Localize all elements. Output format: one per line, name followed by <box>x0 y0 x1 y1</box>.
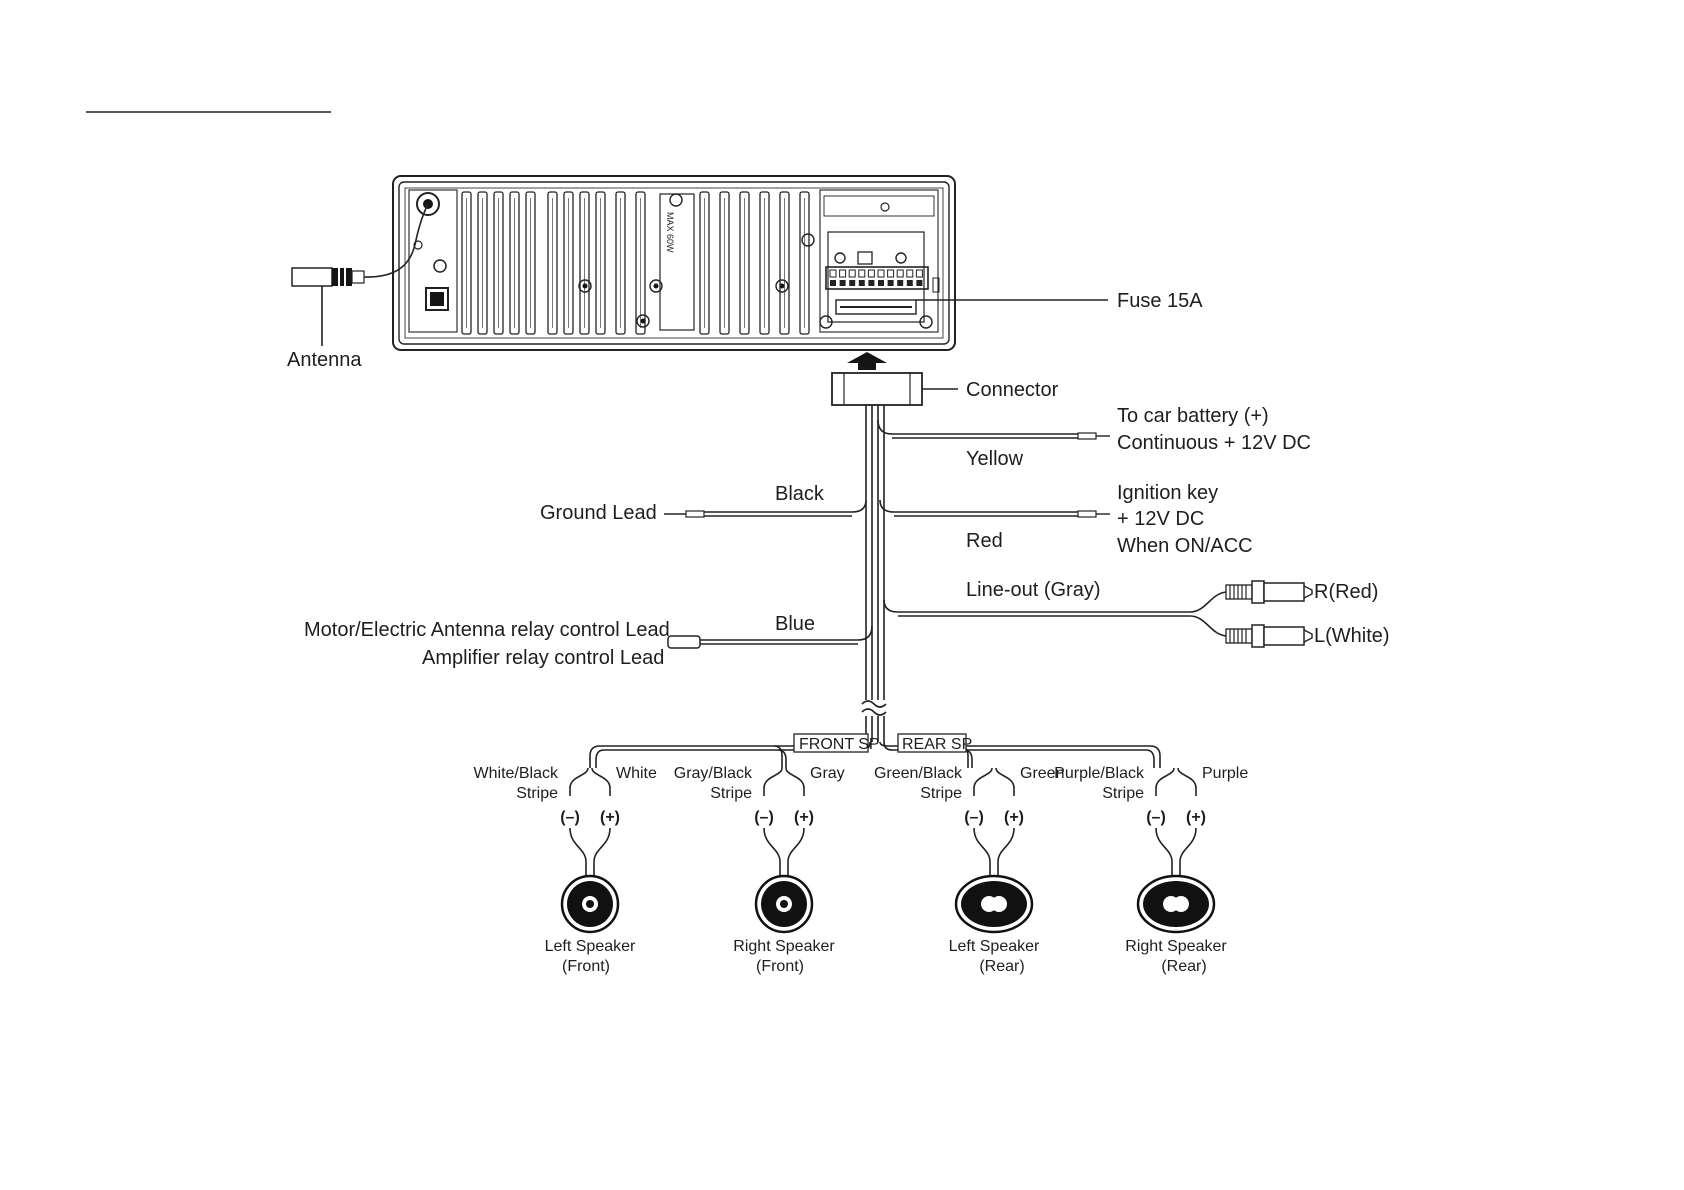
pos-wire-label: Green <box>1020 765 1064 782</box>
pos-wire-label: Gray <box>810 765 845 782</box>
black-wire <box>700 499 867 517</box>
red-wire <box>879 499 1082 517</box>
yellow-label: Yellow <box>966 448 1024 470</box>
front-sp-tag <box>793 733 869 753</box>
connector-socket <box>825 266 929 290</box>
positive-terminal-label: (+) <box>600 809 620 826</box>
heat-sink-fins <box>461 191 810 335</box>
fuse <box>835 299 917 315</box>
rear-sp-label: REAR SP <box>902 736 972 753</box>
speaker-name-label: Right Speaker <box>1125 938 1227 955</box>
positive-terminal-label: (+) <box>1004 809 1024 826</box>
ground-lead-label: Ground Lead <box>540 502 657 524</box>
iso-connector-bay <box>819 189 939 333</box>
motor-label-1: Motor/Electric Antenna relay control Lea… <box>304 619 670 641</box>
neg-wire-label: Gray/Black <box>674 765 753 782</box>
speaker-position-label: (Rear) <box>1161 958 1206 975</box>
speaker-name-label: Left Speaker <box>949 938 1040 955</box>
fuse-label: Fuse 15A <box>1117 290 1203 312</box>
rca-plug-left <box>1225 624 1313 648</box>
pos-wire-label: Purple <box>1202 765 1248 782</box>
neg-wire-label: Purple/Black <box>1054 765 1145 782</box>
connector-pins <box>829 269 923 286</box>
rear-sp-tag <box>897 733 967 753</box>
insert-arrow <box>847 352 887 370</box>
unit-label: MAX 60W <box>665 212 675 253</box>
black-label: Black <box>775 483 825 505</box>
blue-wire <box>700 625 873 645</box>
red-label: Red <box>966 530 1003 552</box>
speaker-name-label: Left Speaker <box>545 938 636 955</box>
pos-wire-label: White <box>616 765 657 782</box>
r-red-label: R(Red) <box>1314 581 1378 603</box>
motor-label-2: Amplifier relay control Lead <box>422 647 664 669</box>
yellow-wire <box>877 419 1082 439</box>
negative-terminal-label: (–) <box>1146 809 1166 826</box>
l-white-label: L(White) <box>1314 625 1390 647</box>
positive-terminal-label: (+) <box>1186 809 1206 826</box>
neg-wire-label: White/Black <box>474 765 559 782</box>
ignition-label-3: When ON/ACC <box>1117 535 1253 557</box>
connector-label: Connector <box>966 379 1059 401</box>
ignition-label-1: Ignition key <box>1117 482 1218 504</box>
front-sp-label: FRONT SP <box>799 736 880 753</box>
negative-terminal-label: (–) <box>964 809 984 826</box>
neg-wire-label: Green/Black <box>874 765 963 782</box>
speaker-position-label: (Front) <box>756 958 804 975</box>
speaker-position-label: (Front) <box>562 958 610 975</box>
antenna-label: Antenna <box>287 349 362 371</box>
battery-label-2: Continuous + 12V DC <box>1117 432 1311 454</box>
speaker-name-label: Right Speaker <box>733 938 835 955</box>
speaker-position-label: (Rear) <box>979 958 1024 975</box>
antenna-plug <box>291 203 429 346</box>
lineout-label: Line-out (Gray) <box>966 579 1101 601</box>
battery-label-1: To car battery (+) <box>1117 405 1269 427</box>
negative-terminal-label: (–) <box>754 809 774 826</box>
neg-wire-label-2: Stripe <box>516 785 558 802</box>
neg-wire-label-2: Stripe <box>920 785 962 802</box>
harness-trunk <box>861 405 887 742</box>
lineout-wire <box>883 591 1227 637</box>
antenna-jack <box>416 192 440 216</box>
ignition-label-2: + 12V DC <box>1117 508 1204 530</box>
wiring-connector <box>831 372 958 406</box>
blue-label: Blue <box>775 613 815 635</box>
rca-plug-right <box>1225 580 1313 604</box>
neg-wire-label-2: Stripe <box>1102 785 1144 802</box>
head-unit: MAX 60W <box>392 175 956 351</box>
negative-terminal-label: (–) <box>560 809 580 826</box>
positive-terminal-label: (+) <box>794 809 814 826</box>
neg-wire-label-2: Stripe <box>710 785 752 802</box>
